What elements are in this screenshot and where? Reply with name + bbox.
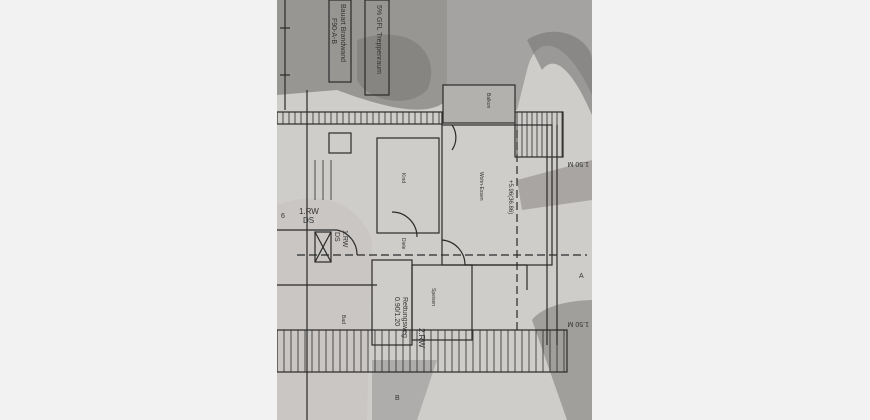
section-a: A [579,273,584,280]
escape-size: 0.90/1.20 [393,297,400,326]
shadow-shape [532,300,592,420]
section-b: B [395,395,400,402]
rw1b-sub: DS [333,232,340,242]
elevation-label: +5.96(36.86) [507,180,513,214]
balcony-label: Balkon [485,93,491,109]
dim-6: 6 [281,213,285,220]
living-label: Wohn-Essen [478,172,484,201]
escape-label: Rettungsweg [401,297,408,338]
shadow-shape [527,31,592,115]
dining-label: Speisen [430,288,436,306]
rw1b-label: 1.RW [341,230,348,248]
dim-bottom: 1.50 M [567,320,589,327]
floor-plan-photo: 5% GFL Treppenraum Bauart Brandwand F90-… [277,0,592,420]
child-room-label: Kind [400,173,406,183]
shadow-shape [277,198,372,420]
hall-label: Diele [400,238,406,250]
wall-note-2: F90-A-B [330,18,337,44]
bath-label: Bad [340,315,346,324]
rw2-label: 2.RW [417,328,426,348]
shadow-shape [517,160,592,210]
shadow-shape [447,0,592,110]
hatching [277,112,565,372]
walls [277,0,587,420]
rw1a-sub: DS [303,216,314,225]
plan-labels: 5% GFL Treppenraum Bauart Brandwand F90-… [281,4,589,402]
floor-plan-drawing: 5% GFL Treppenraum Bauart Brandwand F90-… [277,0,592,420]
dim-top: 1.50 M [567,160,589,167]
shadow-shape [372,360,437,420]
rw1a-label: 1.RW [299,207,319,216]
stair-note: 5% GFL Treppenraum [375,5,382,74]
shadow-shape [357,34,432,101]
wall-note-1: Bauart Brandwand [339,4,346,62]
